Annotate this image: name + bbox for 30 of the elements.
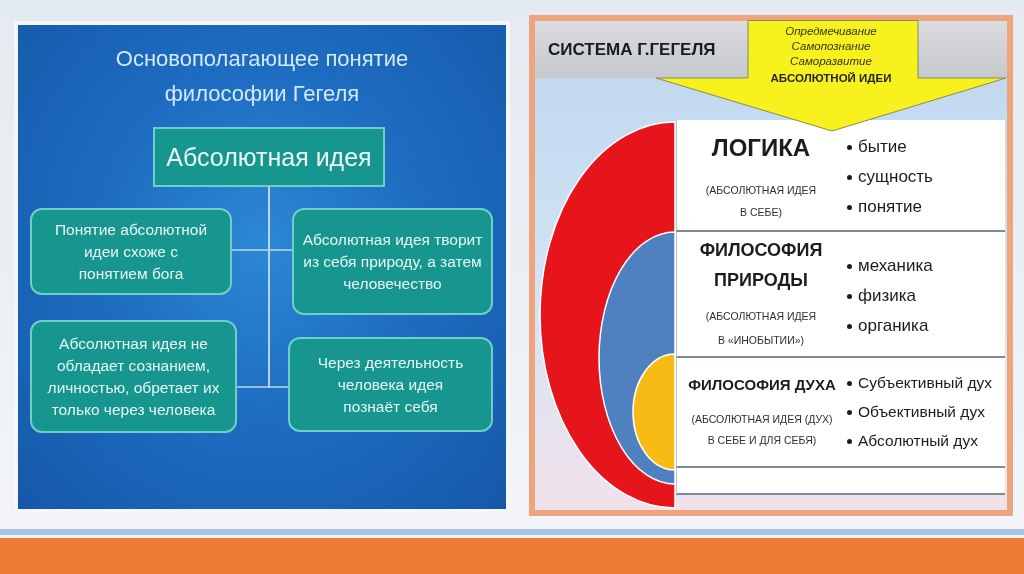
statement-box: Понятие абсолютной идеи схоже с понятием бога bbox=[30, 208, 232, 295]
list-item: бытие bbox=[858, 136, 907, 158]
list-item: физика bbox=[858, 285, 917, 307]
connector-line bbox=[268, 186, 289, 388]
list-item: Объективный дух bbox=[858, 402, 985, 422]
concept-box: Абсолютная идея bbox=[153, 127, 385, 187]
statement-box: Через деятельность человека идея познаёт себя bbox=[288, 337, 493, 432]
statement-box: Абсолютная идея не обладает сознанием, личностью, обретает их только через человека bbox=[30, 320, 237, 433]
list-item: Субъективный дух bbox=[858, 373, 992, 393]
panel-title: СИСТЕМА Г.ГЕГЕЛЯ bbox=[548, 40, 716, 60]
empty-row bbox=[676, 468, 1005, 495]
section-heading: ЛОГИКА bbox=[711, 133, 811, 163]
table-row bbox=[676, 232, 1005, 358]
section-note: (АБСОЛЮТНАЯ ИДЕЯ В СЕБЕ) bbox=[704, 183, 818, 220]
list-item: органика bbox=[858, 315, 929, 337]
system-panel bbox=[529, 15, 1013, 516]
section-heading: ФИЛОСОФИЯ ДУХА bbox=[688, 375, 836, 395]
statement-box: Абсолютная идея творит из себя природу, а затем человечество bbox=[292, 208, 493, 315]
panel-title: Основополагающее понятие философии Гегеля bbox=[114, 45, 410, 108]
list-item: понятие bbox=[858, 196, 922, 218]
arrow-heading: АБСОЛЮТНОЙ ИДЕИ bbox=[770, 71, 892, 86]
list-item: сущность bbox=[858, 166, 933, 188]
section-note: (АБСОЛЮТНАЯ ИДЕЯ (ДУХ) В СЕБЕ И ДЛЯ СЕБЯ) bbox=[690, 412, 834, 448]
list-item: Абсолютный дух bbox=[858, 431, 978, 451]
table-row bbox=[676, 358, 1005, 468]
section-heading: ФИЛОСОФИЯ ПРИРОДЫ bbox=[698, 239, 824, 292]
table-row bbox=[676, 120, 1005, 232]
section-note: (АБСОЛЮТНАЯ ИДЕЯ В «ИНОБЫТИИ») bbox=[704, 309, 818, 348]
arrow-caption: Опредмечивание Самопознание Саморазвитие bbox=[784, 24, 878, 69]
list-item: механика bbox=[858, 255, 933, 277]
